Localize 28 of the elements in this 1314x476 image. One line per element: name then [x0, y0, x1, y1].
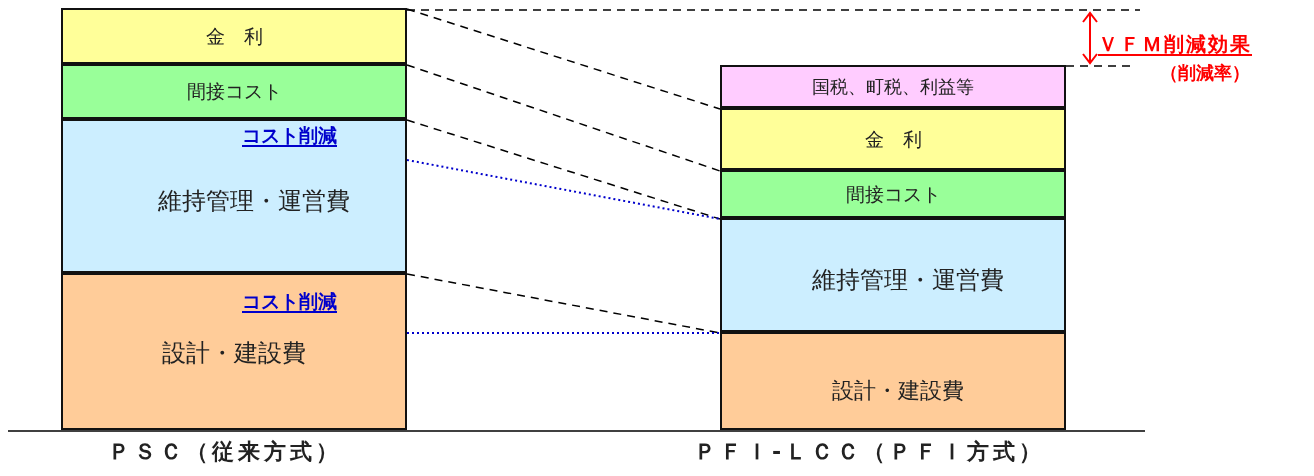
segment-label: 間接コスト	[845, 181, 941, 207]
segment-label: 維持管理・運営費	[158, 186, 350, 217]
cost-bar-segment	[61, 8, 407, 64]
connector-line	[406, 119, 721, 220]
cost-bar-segment	[61, 273, 407, 430]
connector-line	[406, 8, 721, 110]
reduction-rate-label: （削減率）	[1160, 62, 1250, 85]
cost-bar-segment	[720, 65, 1066, 108]
cost-bar-segment	[61, 119, 407, 273]
segment-label: 金 利	[205, 23, 263, 49]
vfm-label: ＶＦＭ削減効果	[1098, 32, 1252, 57]
segment-label: 設計・建設費	[832, 377, 964, 405]
segment-label: 国税、町税、利益等	[812, 75, 974, 99]
segment-label: 設計・建設費	[162, 338, 306, 369]
cost-bar-segment	[720, 332, 1066, 430]
cost-bar-segment	[720, 218, 1066, 332]
cost-bar-segment	[720, 170, 1066, 218]
axis-label: ＰＦＩ-ＬＣＣ（ＰＦＩ方式）	[694, 438, 1046, 466]
cost-bar-segment	[61, 64, 407, 119]
axis-label: ＰＳＣ（従来方式）	[108, 438, 342, 466]
connector-line	[406, 64, 721, 172]
cost-reduction-label: コスト削減	[242, 124, 337, 148]
connector-line	[406, 159, 721, 220]
cost-bar-segment	[720, 108, 1066, 170]
segment-label: 間接コスト	[186, 79, 282, 105]
cost-reduction-label: コスト削減	[242, 290, 337, 314]
segment-label: 維持管理・運営費	[812, 265, 1004, 296]
segment-label: 金 利	[864, 126, 922, 152]
